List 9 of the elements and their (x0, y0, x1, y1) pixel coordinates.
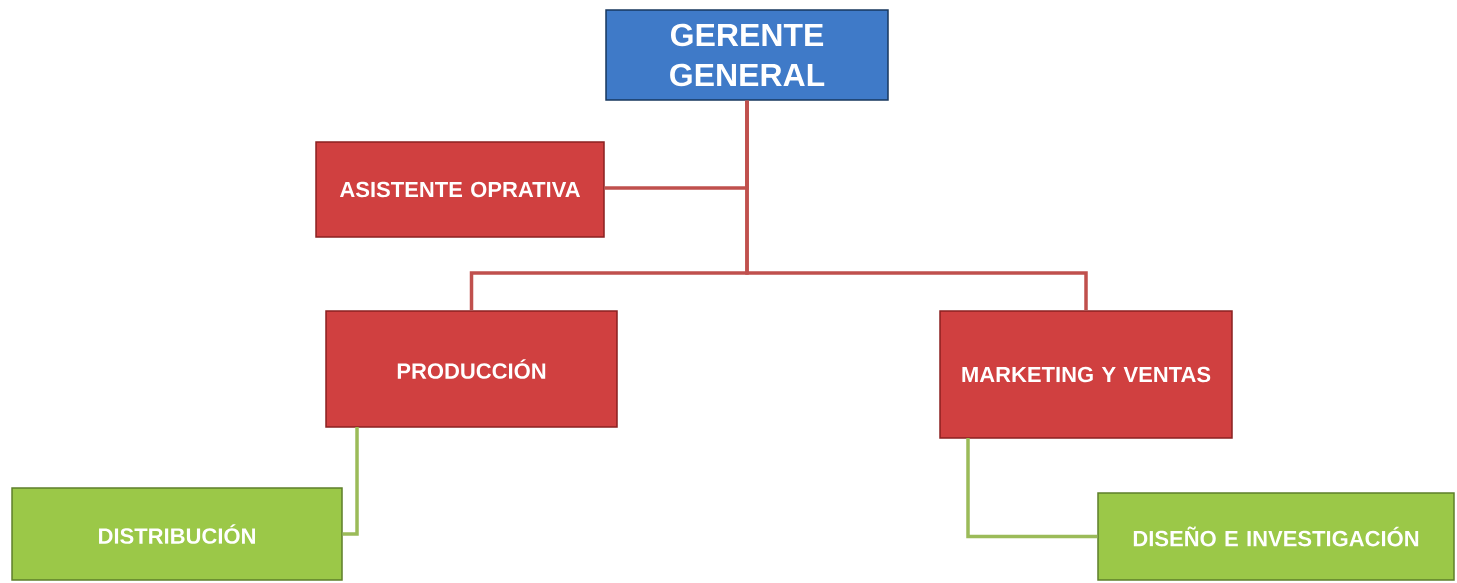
connector-line (745, 100, 1088, 311)
connector-line (966, 438, 1098, 539)
org-box: PRODUCCIÓN (325, 310, 618, 428)
org-box: DISEÑO E INVESTIGACIÓN (1097, 492, 1455, 581)
org-box: MARKETING Y VENTAS (939, 310, 1233, 439)
org-box: ASISTENTE OPRATIVA (315, 141, 605, 238)
connector-line (342, 427, 359, 536)
org-box: GERENTE GENERAL (605, 9, 889, 101)
org-box: DISTRIBUCIÓN (11, 487, 343, 581)
